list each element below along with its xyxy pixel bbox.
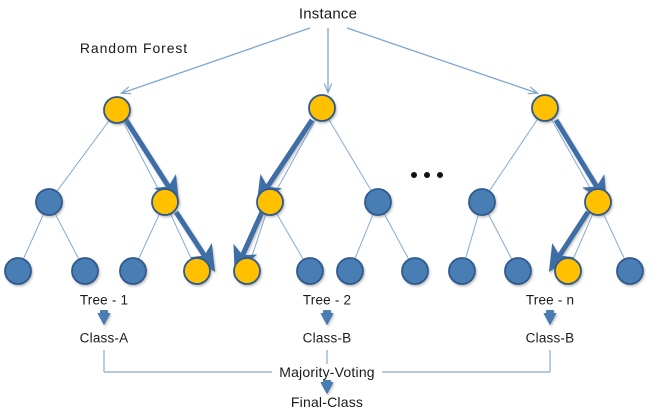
tree-1-name-label: Tree - 1 <box>79 292 129 308</box>
tree-edge <box>122 121 160 191</box>
tree-2-node-yellow <box>256 188 284 216</box>
tree-1-node-yellow <box>183 257 211 285</box>
tree-1-node-yellow <box>151 188 179 216</box>
instance-to-tree-arrow <box>346 27 537 93</box>
tree-edge <box>572 213 594 260</box>
tree-n-class-label: Class-B <box>525 330 575 346</box>
tree-n-to-class-arrow <box>543 310 557 326</box>
tree-edge <box>354 213 374 260</box>
tree-1-to-class-arrow <box>97 310 111 326</box>
tree-n-node-blue <box>504 257 532 285</box>
voting-to-final-class-arrow <box>320 379 334 395</box>
majority-voting-label: Majority-Voting <box>272 364 382 380</box>
tree-2-node-blue <box>401 257 429 285</box>
tree-1-node-blue <box>35 188 63 216</box>
tree-n-node-yellow <box>554 257 582 285</box>
tree-edge <box>465 214 479 259</box>
tree-2-node-yellow <box>233 257 261 285</box>
instance-arrows-layer <box>122 27 537 93</box>
tree-n-node-blue <box>448 257 476 285</box>
tree-1-class-label: Class-A <box>79 330 129 346</box>
tree-1-decision-path-arrow <box>123 118 179 203</box>
random-forest-label: Random Forest <box>79 40 189 56</box>
tree-edge <box>56 120 110 192</box>
tree-n-node-yellow <box>584 188 612 216</box>
tree-n-node-blue <box>468 188 496 216</box>
instance-to-tree-arrow <box>122 27 311 93</box>
decision-path-arrows-layer <box>123 118 607 273</box>
tree-2-decision-path-arrow <box>256 118 315 203</box>
tree-edge <box>275 119 317 191</box>
tree-edge <box>603 213 625 260</box>
tree-2-node-yellow <box>308 94 336 122</box>
tree-edge <box>276 212 304 261</box>
tree-2-node-blue <box>364 188 392 216</box>
tree-2-class-label: Class-B <box>302 330 352 346</box>
ellipsis-dot <box>411 172 417 178</box>
tree-1-node-blue <box>71 257 99 285</box>
tree-edge <box>170 213 192 260</box>
tree-1-node-blue <box>4 257 32 285</box>
tree-2-node-blue <box>336 257 364 285</box>
tree-edge <box>54 213 80 260</box>
tree-n-node-blue <box>616 257 644 285</box>
tree-1-node-yellow <box>103 96 131 124</box>
ellipsis-dot <box>437 172 443 178</box>
tree-edges-layer <box>22 118 625 261</box>
final-class-label: Final-Class <box>290 394 364 410</box>
tree-edge <box>328 118 372 192</box>
tree-n-name-label: Tree - n <box>525 292 575 308</box>
tree-2-name-label: Tree - 2 <box>302 292 352 308</box>
tree-edge <box>550 119 593 191</box>
tree-edge <box>22 213 45 260</box>
tree-edge <box>488 118 539 192</box>
tree-n-decision-path-arrow <box>553 118 607 204</box>
tree-edge <box>487 213 513 260</box>
tree-1-decision-path-arrow <box>173 210 216 272</box>
instance-label: Instance <box>298 5 358 23</box>
tree-2-decision-path-arrow <box>233 210 265 273</box>
tree-1-node-blue <box>119 257 147 285</box>
tree-n-decision-path-arrow <box>548 210 591 272</box>
tree-edge <box>383 213 410 260</box>
block-arrows-layer <box>97 310 557 395</box>
majority-voting-text: Majority-Voting <box>272 364 382 380</box>
tree-nodes-layer <box>4 94 644 285</box>
ellipsis-layer <box>411 172 443 178</box>
ellipsis-dot <box>424 172 430 178</box>
tree-n-node-yellow <box>531 94 559 122</box>
tree-2-to-class-arrow <box>320 310 334 326</box>
tree-2-node-blue <box>296 257 324 285</box>
tree-edge <box>138 213 160 260</box>
